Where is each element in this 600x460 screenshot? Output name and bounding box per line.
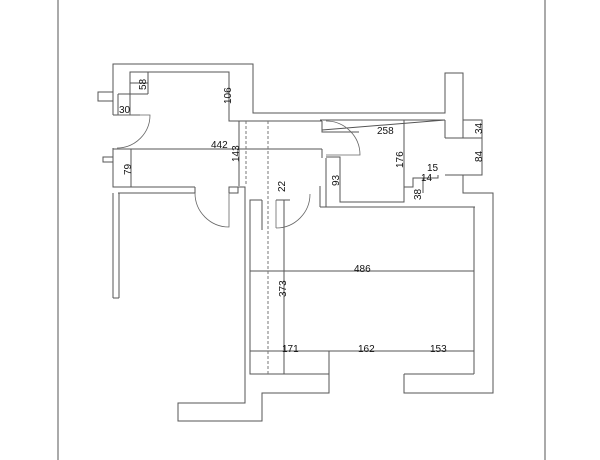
dim-153: 153 bbox=[430, 344, 447, 355]
dim-93: 93 bbox=[331, 174, 342, 186]
outer-walls bbox=[97, 63, 494, 422]
dimension-lines bbox=[245, 121, 474, 374]
dim-176: 176 bbox=[395, 151, 406, 168]
dim-171: 171 bbox=[282, 344, 299, 355]
dim-15: 15 bbox=[427, 163, 439, 174]
dim-486: 486 bbox=[354, 264, 371, 275]
dim-442: 442 bbox=[211, 140, 228, 151]
dim-143: 143 bbox=[231, 145, 242, 162]
dim-14: 14 bbox=[421, 173, 433, 184]
dim-38: 38 bbox=[413, 188, 424, 200]
dim-258: 258 bbox=[377, 126, 394, 137]
dim-79: 79 bbox=[123, 163, 134, 175]
dim-22: 22 bbox=[277, 180, 288, 192]
page-borders bbox=[57, 0, 546, 460]
dim-162: 162 bbox=[358, 344, 375, 355]
dim-58: 58 bbox=[138, 78, 149, 90]
dimension-labels: 58 30 106 442 143 79 22 93 258 176 34 84… bbox=[119, 78, 485, 355]
dim-84: 84 bbox=[474, 150, 485, 162]
dim-30: 30 bbox=[119, 105, 131, 116]
dim-373: 373 bbox=[278, 280, 289, 297]
door-swings bbox=[116, 114, 361, 229]
dim-106: 106 bbox=[223, 87, 234, 104]
dim-34: 34 bbox=[474, 122, 485, 134]
